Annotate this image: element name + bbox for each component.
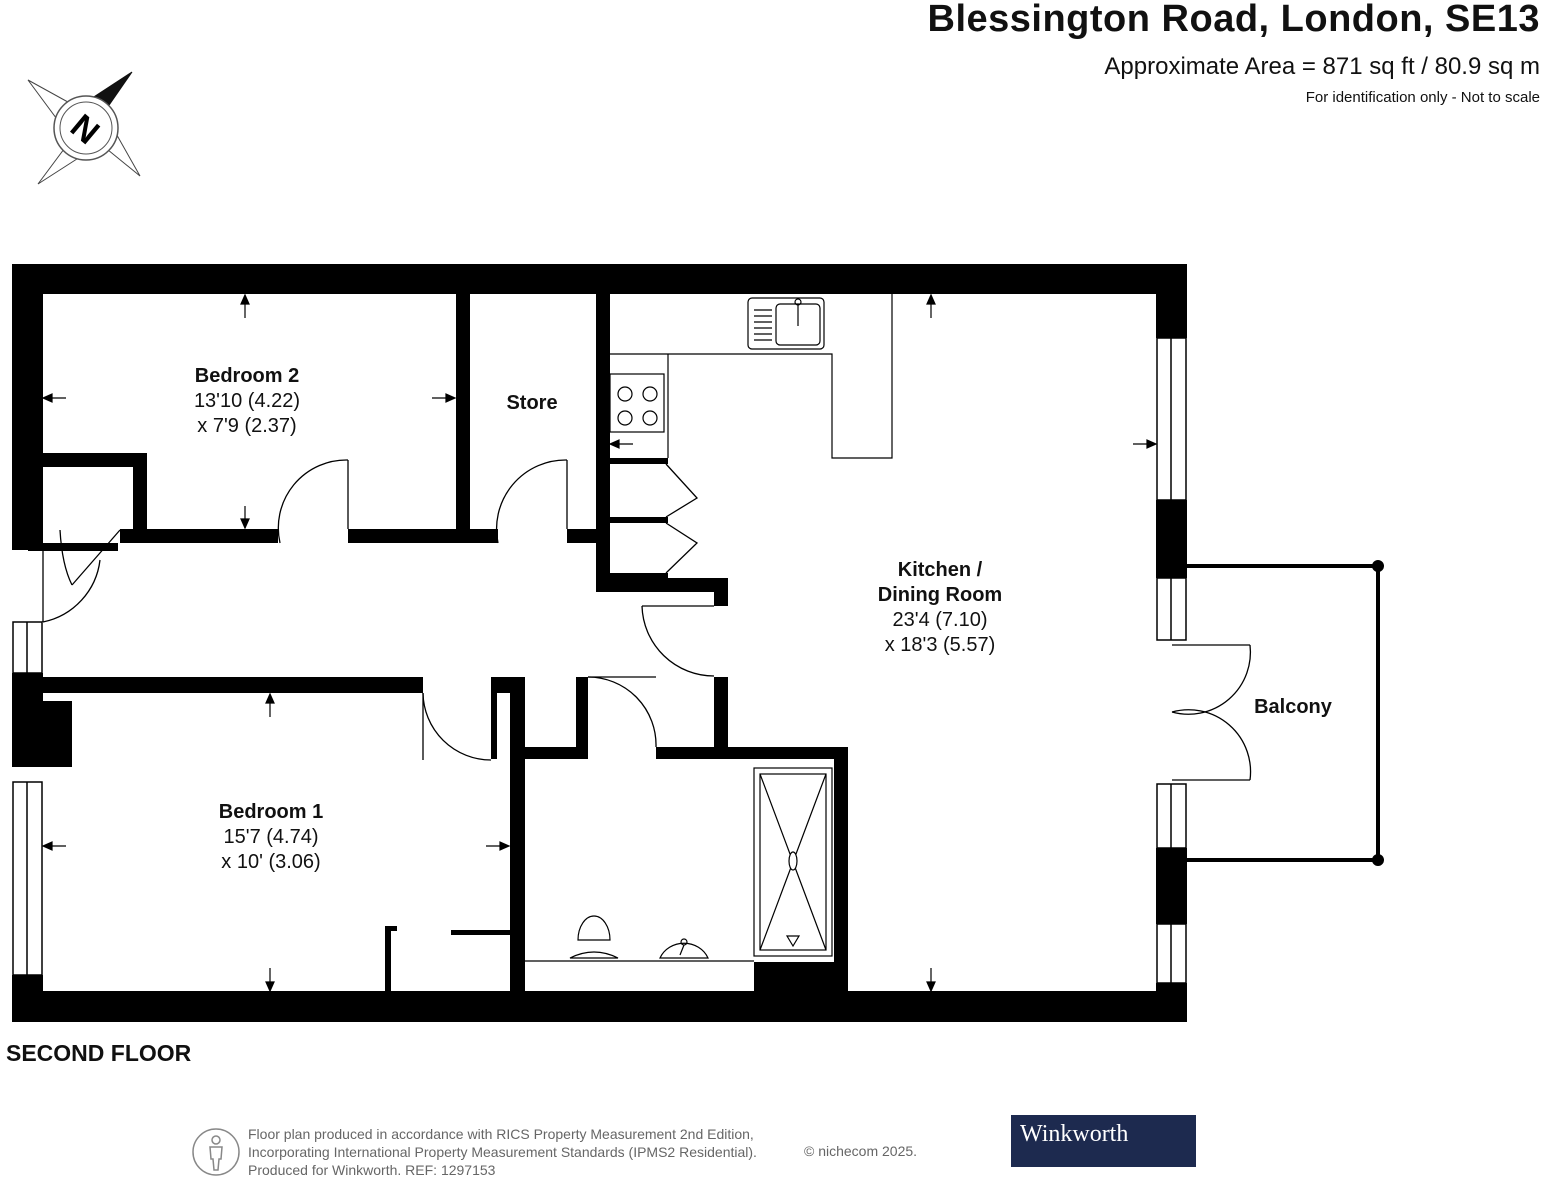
- scale-note: For identification only - Not to scale: [1305, 89, 1540, 106]
- room-bedroom-1: Bedroom 1 15'7 (4.74) x 10' (3.06): [219, 800, 323, 875]
- doors: [28, 459, 1252, 781]
- measurement-arrows: [41, 293, 1158, 993]
- walls: [12, 264, 1187, 1022]
- room-bedroom-2: Bedroom 2 13'10 (4.22) x 7'9 (2.37): [194, 364, 300, 439]
- footer-line: Incorporating International Property Mea…: [248, 1144, 757, 1160]
- approximate-area: Approximate Area = 871 sq ft / 80.9 sq m: [1104, 53, 1540, 80]
- room-dimension: x 10' (3.06): [221, 851, 321, 873]
- copyright: © nichecom 2025.: [804, 1143, 918, 1159]
- balcony-outline: [1187, 560, 1384, 866]
- room-name: Bedroom 2: [194, 365, 300, 387]
- footer-line: Produced for Winkworth. REF: 1297153: [248, 1162, 496, 1178]
- floor-label: SECOND FLOOR: [6, 1040, 192, 1066]
- footer-line: Floor plan produced in accordance with R…: [248, 1126, 754, 1142]
- room-name: Store: [506, 392, 558, 414]
- room-dimension: 15'7 (4.74): [223, 826, 319, 848]
- room-dimension: 23'4 (7.10): [892, 609, 988, 631]
- kitchen-fixtures: [609, 294, 893, 459]
- room-dimension: x 18'3 (5.57): [884, 634, 996, 656]
- room-dimension: 13'10 (4.22): [193, 390, 301, 412]
- bathroom-fixtures: [525, 767, 833, 962]
- room-name: Bedroom 1: [218, 801, 324, 823]
- compass-icon: N: [27, 71, 141, 185]
- room-dimension: x 7'9 (2.37): [197, 415, 297, 437]
- room-name-line2: Dining Room: [877, 584, 1003, 606]
- room-name: Balcony: [1254, 696, 1332, 718]
- room-store: Store: [506, 391, 557, 416]
- footer-text: Floor plan produced in accordance with R…: [248, 1125, 757, 1179]
- room-kitchen: Kitchen / Dining Room 23'4 (7.10) x 18'3…: [878, 558, 1002, 658]
- room-balcony: Balcony: [1254, 695, 1332, 720]
- room-name: Kitchen /: [897, 559, 983, 581]
- winkworth-logo: Winkworth: [1011, 1115, 1196, 1167]
- logo-text: Winkworth: [1020, 1121, 1129, 1147]
- property-title: Blessington Road, London, SE13: [927, 0, 1540, 40]
- person-icon: [192, 1128, 240, 1176]
- windows: [12, 337, 1187, 984]
